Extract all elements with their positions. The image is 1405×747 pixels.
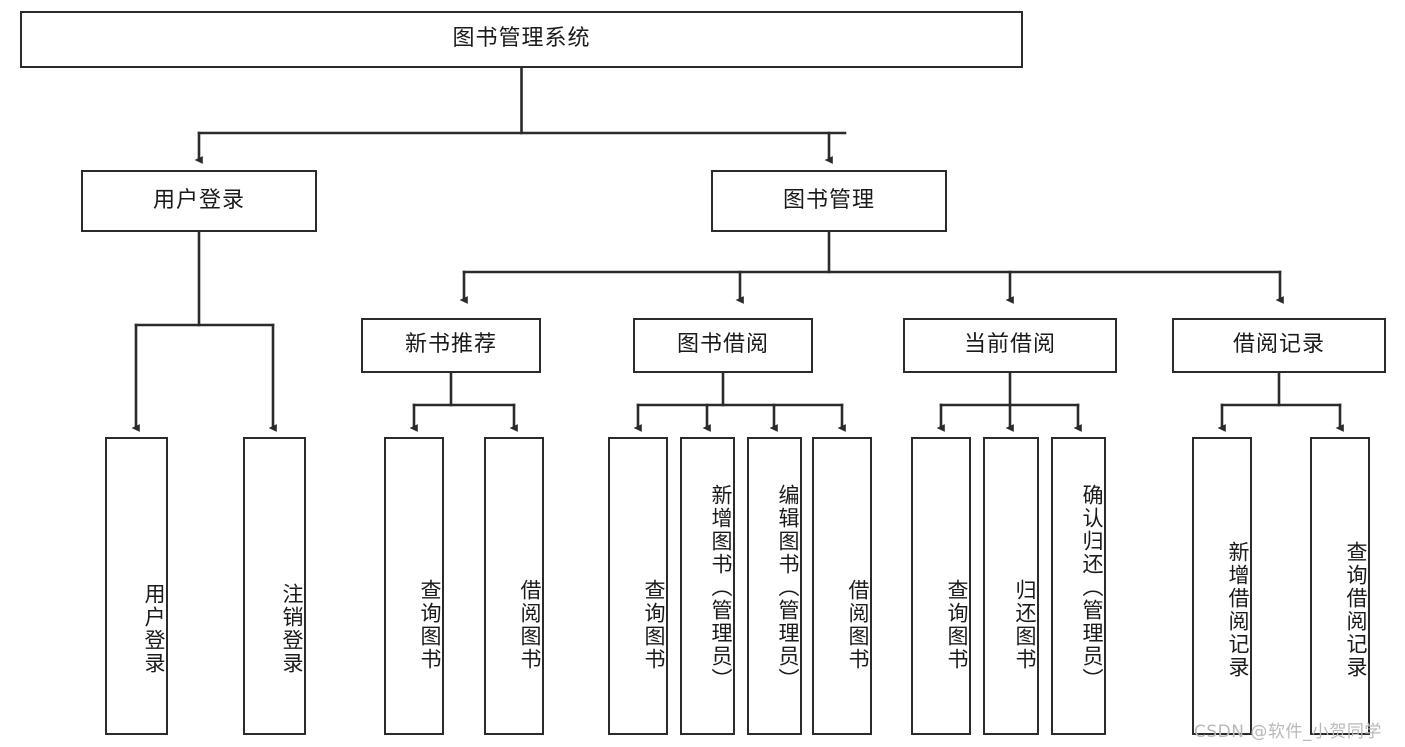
leaf-return-book[interactable]: 归还图书 bbox=[983, 437, 1039, 735]
leaf-add-borrow-record[interactable]: 新增借阅记录 bbox=[1192, 437, 1252, 735]
leaf-user-login[interactable]: 用户登录 bbox=[105, 437, 168, 735]
leaf-query-borrow-record[interactable]: 查询借阅记录 bbox=[1310, 437, 1370, 735]
csdn-watermark: CSDN @软件_小贺同学 bbox=[1194, 722, 1382, 742]
leaf-query-book-current[interactable]: 查询图书 bbox=[911, 437, 971, 735]
leaf-label: 查询图书 bbox=[945, 579, 969, 671]
node-borrow-record[interactable]: 借阅记录 bbox=[1172, 318, 1386, 373]
leaf-label: 确认归还（管理员） bbox=[1080, 484, 1104, 691]
leaf-logout[interactable]: 注销登录 bbox=[243, 437, 306, 735]
leaf-label: 注销登录 bbox=[280, 583, 304, 675]
leaf-label: 编辑图书（管理员） bbox=[776, 484, 800, 691]
leaf-borrow-book-borrow[interactable]: 借阅图书 bbox=[812, 437, 872, 735]
leaf-label: 借阅图书 bbox=[518, 579, 542, 671]
leaf-confirm-return-admin[interactable]: 确认归还（管理员） bbox=[1051, 437, 1106, 735]
node-new-book-recommend[interactable]: 新书推荐 bbox=[361, 318, 541, 373]
leaf-label: 新增图书（管理员） bbox=[709, 484, 733, 691]
leaf-query-book-recommend[interactable]: 查询图书 bbox=[384, 437, 444, 735]
leaf-label: 查询图书 bbox=[418, 579, 442, 671]
node-book-borrow[interactable]: 图书借阅 bbox=[633, 318, 813, 373]
leaf-label: 归还图书 bbox=[1013, 579, 1037, 671]
leaf-label: 新增借阅记录 bbox=[1226, 541, 1250, 679]
node-book-manage[interactable]: 图书管理 bbox=[711, 170, 947, 232]
leaf-label: 借阅图书 bbox=[846, 579, 870, 671]
leaf-label: 查询借阅记录 bbox=[1344, 541, 1368, 679]
leaf-label: 查询图书 bbox=[642, 579, 666, 671]
node-root-system[interactable]: 图书管理系统 bbox=[20, 11, 1023, 68]
leaf-borrow-book-recommend[interactable]: 借阅图书 bbox=[484, 437, 544, 735]
leaf-label: 用户登录 bbox=[142, 583, 166, 675]
leaf-edit-book-admin[interactable]: 编辑图书（管理员） bbox=[747, 437, 802, 735]
node-user-login[interactable]: 用户登录 bbox=[81, 170, 317, 232]
node-current-borrow[interactable]: 当前借阅 bbox=[903, 318, 1117, 373]
leaf-add-book-admin[interactable]: 新增图书（管理员） bbox=[680, 437, 735, 735]
leaf-query-book-borrow[interactable]: 查询图书 bbox=[608, 437, 668, 735]
